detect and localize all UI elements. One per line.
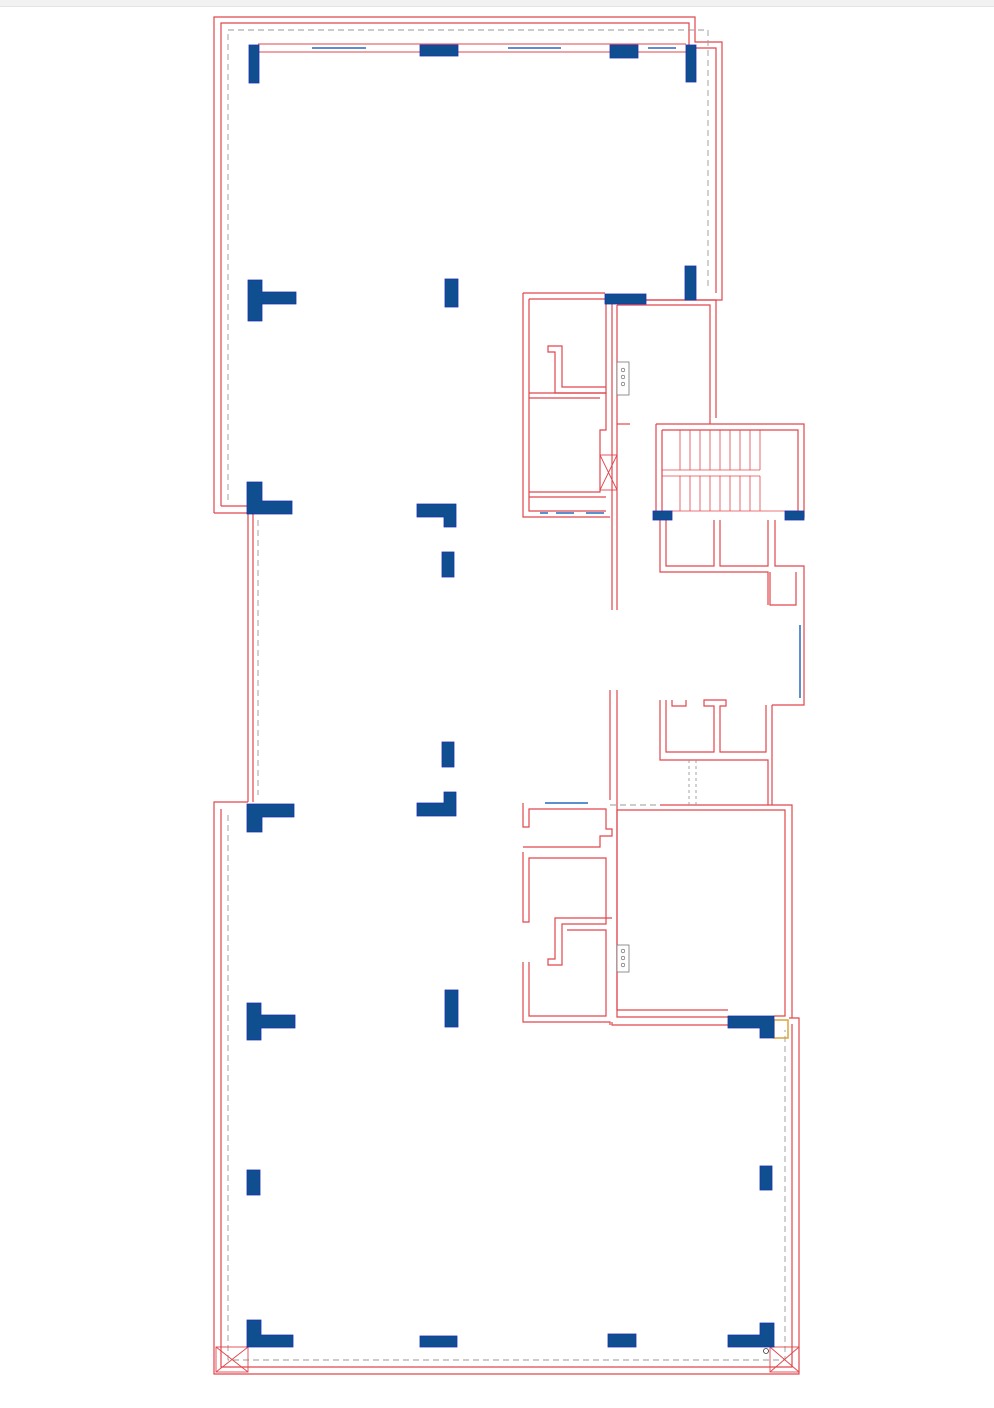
core-walls — [522, 299, 805, 1026]
dashed-curtain-lines — [227, 29, 786, 1361]
accent-square — [773, 1019, 789, 1039]
stair-treads — [662, 430, 798, 512]
service-panels — [616, 361, 630, 973]
threshold-lines — [688, 760, 697, 805]
glazing-north — [312, 47, 801, 804]
viewer-top-bar — [0, 0, 994, 7]
structural-columns — [246, 44, 805, 1348]
outer-walls — [213, 16, 800, 1375]
shaft-cross-boxes — [215, 454, 800, 1373]
drain-marker — [763, 1348, 769, 1354]
